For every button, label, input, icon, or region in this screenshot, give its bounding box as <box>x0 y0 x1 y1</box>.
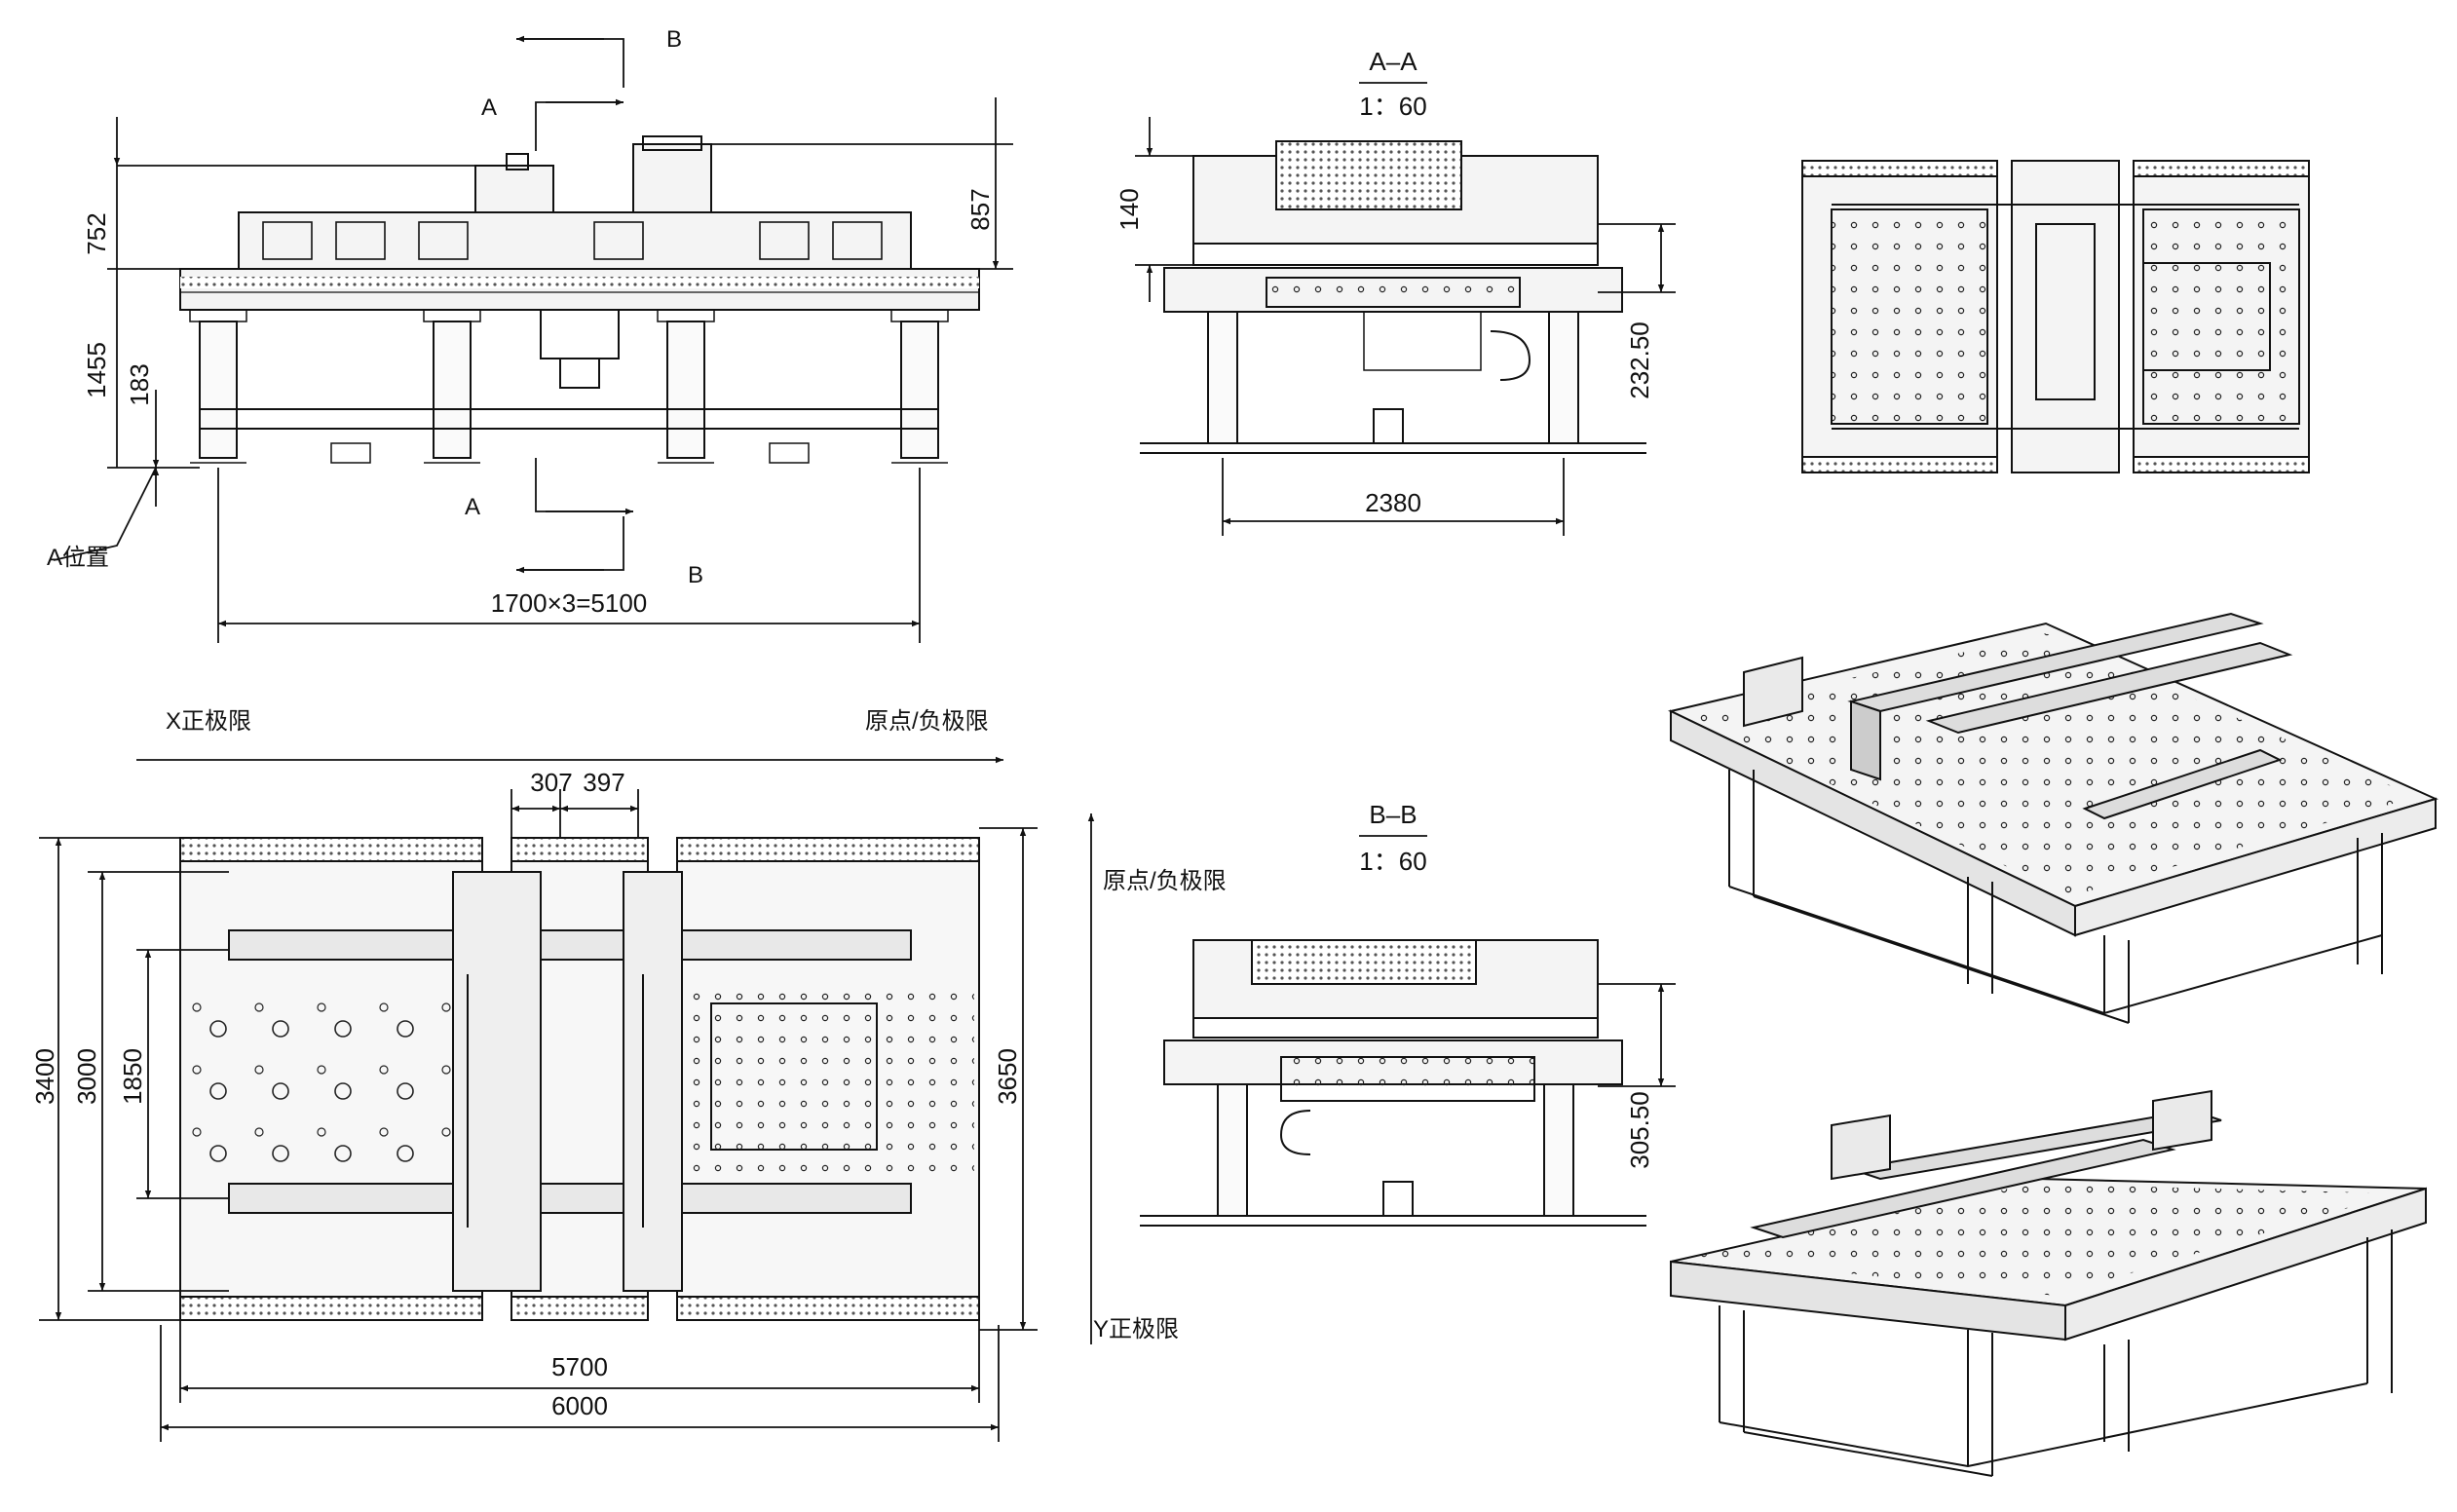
dim-397: 397 <box>583 768 624 797</box>
section-a-top: A <box>481 94 497 121</box>
section-aa-title: A–A <box>1369 47 1418 76</box>
top-view-small <box>1801 160 2310 473</box>
dim-1455: 1455 <box>82 342 111 398</box>
section-b-bottom: B <box>688 562 703 588</box>
dim-140: 140 <box>1115 188 1144 230</box>
dim-2380: 2380 <box>1365 488 1421 517</box>
x-positive-limit: X正极限 <box>166 708 251 735</box>
dim-3000: 3000 <box>72 1048 101 1105</box>
a-position-label: A位置 <box>47 545 109 571</box>
plan-view <box>179 837 980 1321</box>
dim-857: 857 <box>965 188 995 230</box>
y-positive-limit: Y正极限 <box>1093 1316 1179 1342</box>
origin-negative-limit-x: 原点/负极限 <box>865 708 989 735</box>
dim-3400: 3400 <box>30 1048 59 1105</box>
section-bb-view <box>1140 939 1646 1227</box>
dim-3650: 3650 <box>993 1048 1022 1105</box>
dim-6000: 6000 <box>551 1391 608 1420</box>
dim-307: 307 <box>530 768 572 797</box>
dim-305-50: 305.50 <box>1625 1091 1654 1169</box>
section-b-top: B <box>666 26 682 53</box>
dim-5100: 1700×3=5100 <box>491 588 648 618</box>
dim-232-50: 232.50 <box>1625 321 1654 399</box>
isometric-view-upper <box>1668 612 2438 1024</box>
origin-negative-limit-y: 原点/负极限 <box>1103 868 1227 894</box>
front-view <box>179 135 980 464</box>
section-bb-scale: 1：60 <box>1359 847 1426 876</box>
dim-5700: 5700 <box>551 1352 608 1381</box>
section-aa-scale: 1：60 <box>1359 92 1426 121</box>
dim-1850: 1850 <box>118 1048 147 1105</box>
isometric-view-lower <box>1670 1089 2427 1477</box>
section-a-bottom: A <box>465 494 480 520</box>
section-bb-title: B–B <box>1369 800 1417 829</box>
dim-752: 752 <box>82 212 111 254</box>
dim-183: 183 <box>125 363 154 405</box>
section-aa-view <box>1140 140 1646 454</box>
